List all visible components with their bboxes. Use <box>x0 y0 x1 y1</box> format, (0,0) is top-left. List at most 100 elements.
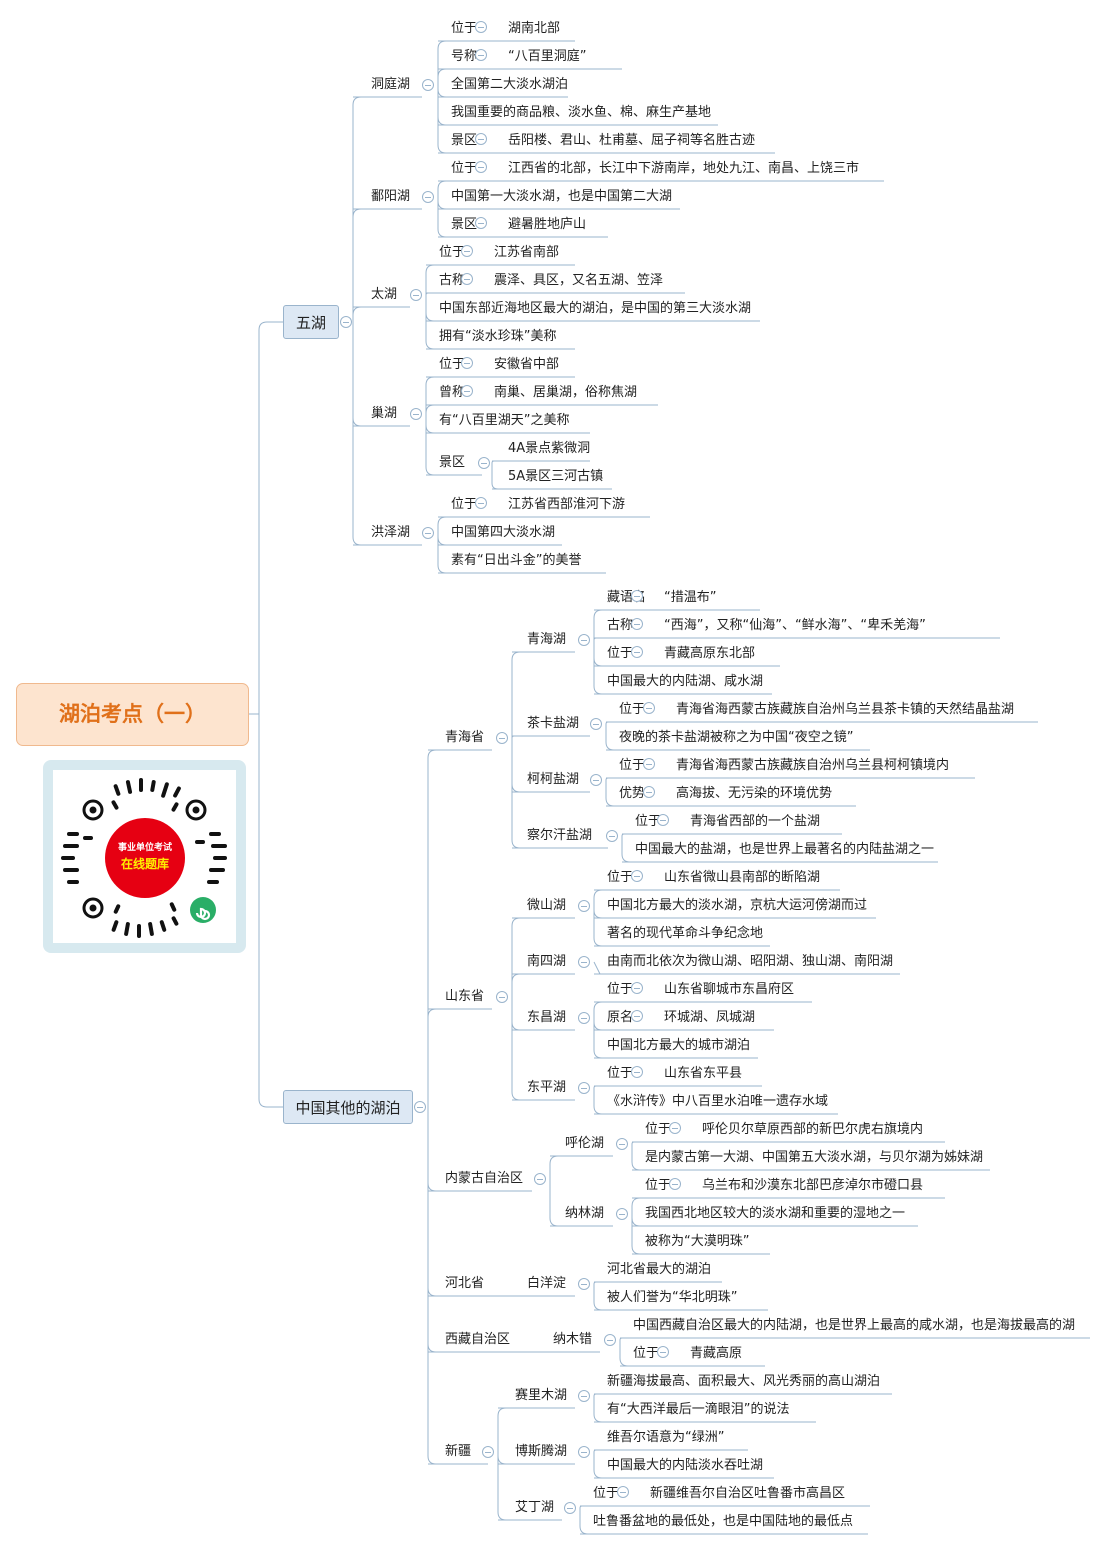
attr-value[interactable]: 乌兰布和沙漠东北部巴彦淖尔市磴口县 <box>702 1178 924 1193</box>
attr-value[interactable]: 青藏高原东北部 <box>664 646 756 661</box>
fact-label[interactable]: 《水浒传》中八百里水泊唯一遗存水域 <box>607 1094 829 1109</box>
attr-value[interactable]: “西海”，又称“仙海”、“鲜水海”、“卑禾羌海” <box>664 618 926 633</box>
fact-label[interactable]: 有“大西洋最后一滴眼泪”的说法 <box>607 1402 790 1417</box>
collapse-icon[interactable] <box>590 718 602 730</box>
fact-label[interactable]: 中国东部近海地区最大的湖泊，是中国的第三大淡水湖 <box>439 301 752 316</box>
collapse-icon[interactable] <box>631 1066 643 1078</box>
lake-dongping[interactable]: 东平湖 <box>527 1080 567 1095</box>
collapse-icon[interactable] <box>482 1446 494 1458</box>
attr-value[interactable]: 震泽、具区，又名五湖、笠泽 <box>494 273 664 288</box>
collapse-icon[interactable] <box>478 457 490 469</box>
collapse-icon[interactable] <box>496 732 508 744</box>
attr-value[interactable]: “八百里洞庭” <box>508 49 587 64</box>
collapse-icon[interactable] <box>461 357 473 369</box>
collapse-icon[interactable] <box>414 1101 426 1113</box>
attr-key[interactable]: 位于 <box>619 702 646 717</box>
attr-key[interactable]: 景区 <box>439 455 466 470</box>
lake-hulun[interactable]: 呼伦湖 <box>565 1136 605 1151</box>
province-qinghai[interactable]: 青海省 <box>445 730 485 745</box>
root-topic[interactable]: 湖泊考点（一） <box>16 683 249 746</box>
lake-qarhan[interactable]: 察尔汗盐湖 <box>527 828 593 843</box>
lake-dongting[interactable]: 洞庭湖 <box>371 77 411 92</box>
collapse-icon[interactable] <box>657 1346 669 1358</box>
collapse-icon[interactable] <box>657 814 669 826</box>
attr-key[interactable]: 位于 <box>439 357 466 372</box>
collapse-icon[interactable] <box>461 273 473 285</box>
fact-label[interactable]: 中国第一大淡水湖，也是中国第二大湖 <box>451 189 673 204</box>
fact-label[interactable]: 中国北方最大的城市湖泊 <box>607 1038 751 1053</box>
fact-label[interactable]: 吐鲁番盆地的最低处，也是中国陆地的最低点 <box>593 1514 854 1529</box>
collapse-icon[interactable] <box>496 991 508 1003</box>
attr-value[interactable]: 山东省东平县 <box>664 1066 743 1081</box>
attr-key[interactable]: 优势 <box>619 786 646 801</box>
collapse-icon[interactable] <box>631 1010 643 1022</box>
lake-sayram[interactable]: 赛里木湖 <box>515 1388 568 1403</box>
attr-key[interactable]: 古称 <box>439 273 466 288</box>
lake-taihu[interactable]: 太湖 <box>371 287 398 302</box>
fact-label[interactable]: 由南而北依次为微山湖、昭阳湖、独山湖、南阳湖 <box>607 954 894 969</box>
fact-label[interactable]: 有“八百里湖天”之美称 <box>439 413 570 428</box>
collapse-icon[interactable] <box>578 900 590 912</box>
collapse-icon[interactable] <box>461 245 473 257</box>
lake-dongchang[interactable]: 东昌湖 <box>527 1010 567 1025</box>
attr-key[interactable]: 位于 <box>645 1178 672 1193</box>
fact-label[interactable]: 新疆海拔最高、面积最大、风光秀丽的高山湖泊 <box>607 1374 881 1389</box>
attr-key[interactable]: 位于 <box>593 1486 620 1501</box>
collapse-icon[interactable] <box>631 618 643 630</box>
lake-aydingkol[interactable]: 艾丁湖 <box>515 1500 555 1515</box>
region-tibet[interactable]: 西藏自治区 <box>445 1332 511 1347</box>
attr-value[interactable]: 山东省微山县南部的断陷湖 <box>664 870 821 885</box>
lake-chaohu[interactable]: 巢湖 <box>371 406 398 421</box>
collapse-icon[interactable] <box>631 870 643 882</box>
lake-keke[interactable]: 柯柯盐湖 <box>527 772 580 787</box>
collapse-icon[interactable] <box>669 1122 681 1134</box>
collapse-icon[interactable] <box>631 982 643 994</box>
attr-value[interactable]: 江西省的北部，长江中下游南岸，地处九江、南昌、上饶三市 <box>508 161 860 176</box>
attr-value[interactable]: 新疆维吾尔自治区吐鲁番市高昌区 <box>650 1486 846 1501</box>
attr-key[interactable]: 位于 <box>451 161 478 176</box>
fact-label[interactable]: 拥有“淡水珍珠”美称 <box>439 329 557 344</box>
fact-label[interactable]: 我国重要的商品粮、淡水鱼、棉、麻生产基地 <box>451 105 712 120</box>
attr-key[interactable]: 位于 <box>633 1346 660 1361</box>
collapse-icon[interactable] <box>340 316 352 328</box>
lake-baiyangdian[interactable]: 白洋淀 <box>527 1276 567 1291</box>
attr-key[interactable]: 位于 <box>607 982 634 997</box>
attr-value[interactable]: 江苏省西部淮河下游 <box>508 497 626 512</box>
attr-key[interactable]: 号称 <box>451 49 478 64</box>
fact-label[interactable]: 素有“日出斗金”的美誉 <box>451 553 582 568</box>
attr-value[interactable]: 山东省聊城市东昌府区 <box>664 982 795 997</box>
attr-key[interactable]: 位于 <box>439 245 466 260</box>
collapse-icon[interactable] <box>643 786 655 798</box>
attr-value[interactable]: 避暑胜地庐山 <box>508 217 587 232</box>
region-inner-mongolia[interactable]: 内蒙古自治区 <box>445 1171 524 1186</box>
attr-value[interactable]: 安徽省中部 <box>494 357 560 372</box>
province-hebei[interactable]: 河北省 <box>445 1276 485 1291</box>
collapse-icon[interactable] <box>604 1334 616 1346</box>
collapse-icon[interactable] <box>643 702 655 714</box>
branch-other-lakes[interactable]: 中国其他的湖泊 <box>283 1090 413 1124</box>
collapse-icon[interactable] <box>422 191 434 203</box>
attr-value[interactable]: 青海省海西蒙古族藏族自治州乌兰县茶卡镇的天然结晶盐湖 <box>676 702 1015 717</box>
fact-label[interactable]: 夜晚的茶卡盐湖被称之为中国“夜空之镜” <box>619 730 854 745</box>
collapse-icon[interactable] <box>616 1138 628 1150</box>
collapse-icon[interactable] <box>422 79 434 91</box>
fact-label[interactable]: 全国第二大淡水湖泊 <box>451 77 569 92</box>
lake-poyang[interactable]: 鄱阳湖 <box>371 189 411 204</box>
collapse-icon[interactable] <box>410 408 422 420</box>
collapse-icon[interactable] <box>475 161 487 173</box>
attr-value[interactable]: “措温布” <box>664 590 717 605</box>
collapse-icon[interactable] <box>534 1173 546 1185</box>
attr-key[interactable]: 位于 <box>607 870 634 885</box>
lake-namtso[interactable]: 纳木错 <box>553 1332 593 1347</box>
region-xinjiang[interactable]: 新疆 <box>445 1444 472 1459</box>
attr-key[interactable]: 位于 <box>635 814 662 829</box>
lake-bosten[interactable]: 博斯腾湖 <box>515 1444 568 1459</box>
fact-label[interactable]: 中国最大的盐湖，也是世界上最著名的内陆盐湖之一 <box>635 842 935 857</box>
collapse-icon[interactable] <box>410 289 422 301</box>
collapse-icon[interactable] <box>669 1178 681 1190</box>
collapse-icon[interactable] <box>631 646 643 658</box>
attr-value[interactable]: 青海省海西蒙古族藏族自治州乌兰县柯柯镇境内 <box>676 758 950 773</box>
collapse-icon[interactable] <box>578 1446 590 1458</box>
province-shandong[interactable]: 山东省 <box>445 989 485 1004</box>
lake-nalin[interactable]: 纳林湖 <box>565 1206 605 1221</box>
